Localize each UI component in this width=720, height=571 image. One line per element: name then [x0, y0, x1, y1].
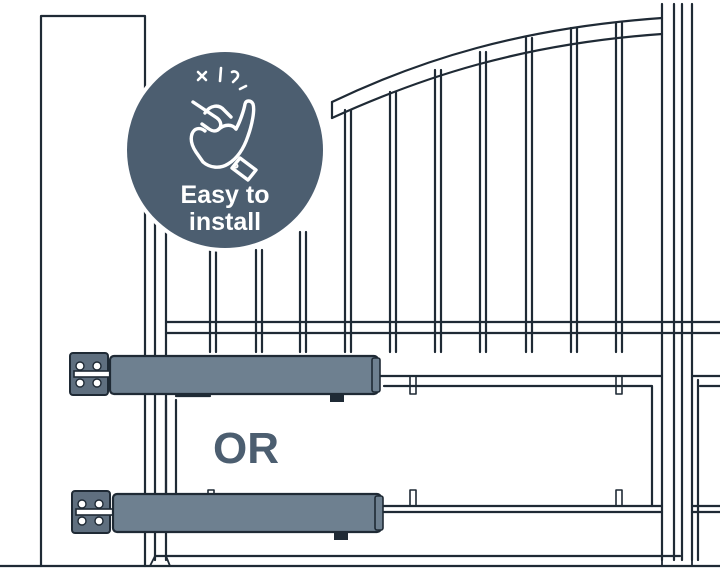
gate-foot — [148, 555, 693, 567]
gate-center-posts — [660, 2, 700, 562]
badge-line-1: Easy to — [181, 181, 270, 209]
gate-opener-upper — [69, 352, 381, 402]
hand-tap-icon — [189, 66, 258, 182]
gate-upper-rails — [164, 320, 720, 335]
gate-pickets — [208, 21, 624, 354]
or-label: OR — [213, 424, 279, 473]
gate-pillar — [39, 14, 147, 568]
easy-install-badge: Easy to install — [123, 48, 327, 252]
opener-upper-body — [108, 354, 380, 396]
gate-opener-lower — [71, 490, 384, 540]
badge-line-2: install — [189, 208, 261, 236]
opener-lower-body — [111, 492, 383, 534]
gate-arch — [330, 16, 664, 120]
